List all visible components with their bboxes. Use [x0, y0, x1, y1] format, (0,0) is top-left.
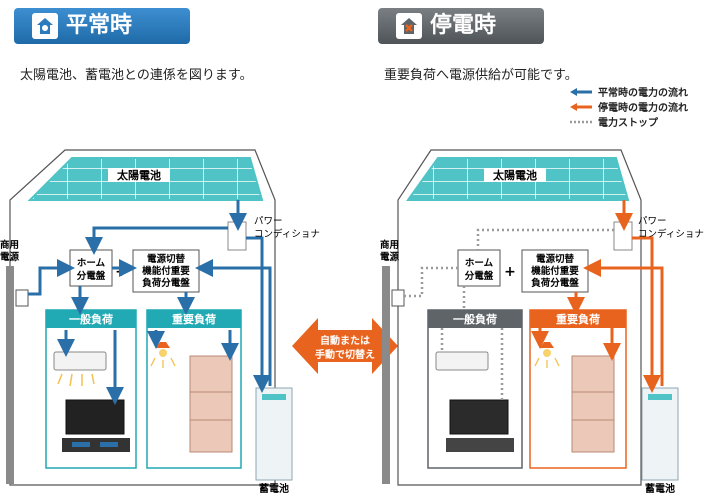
- left-tv-stand-slot-2: [100, 442, 118, 447]
- left-flow-battery-charge: [246, 236, 271, 393]
- right-flow-battery-to-switch: [583, 259, 664, 386]
- left-pcs-label-2: コンディショナ: [254, 228, 320, 240]
- switch-over-label-1: 自動または: [320, 334, 370, 347]
- right-pcs-label-2: コンディショナ: [638, 228, 704, 240]
- right-grid-label-2: 電源: [380, 251, 400, 263]
- left-home-panel: [69, 249, 113, 287]
- right-stop-flows: [404, 228, 614, 400]
- right-home-panel-l2: 分電盤: [465, 270, 494, 282]
- right-air-conditioner: [435, 351, 489, 371]
- right-stop-pcs-home: [476, 228, 614, 250]
- switch-over-arrow: 自動または 手動で切替え: [292, 318, 398, 374]
- left-house-outline: [9, 149, 276, 486]
- left-home-panel-l1: ホーム: [77, 258, 106, 269]
- right-battery-label: 蓄電池: [645, 482, 675, 493]
- left-battery: [255, 387, 293, 481]
- right-switch-panel: [521, 249, 589, 293]
- left-flow-grid-to-home: [28, 259, 75, 296]
- right-important-load-label: 重要負荷: [556, 312, 600, 326]
- right-switch-l1: 電源切替: [536, 253, 575, 265]
- left-switch-l1: 電源切替: [147, 253, 186, 265]
- legend-stop: 電力ストップ: [570, 118, 658, 129]
- right-important-load-header: [530, 310, 626, 328]
- left-solar-label: 太陽電池: [116, 168, 161, 182]
- right-switch-l2: 機能付重要: [531, 265, 579, 277]
- right-utility-pole: [382, 266, 390, 484]
- legend: 平常時の電力の流れ 停電時の電力の流れ 電力ストップ: [570, 84, 688, 129]
- left-home-panel-l2: 分電盤: [77, 270, 106, 282]
- left-battery-label: 蓄電池: [259, 482, 289, 493]
- left-grid-label-2: 電源: [0, 251, 20, 263]
- left-general-load-label: 一般負荷: [69, 312, 113, 326]
- left-ac-airflow-icon: [57, 373, 95, 387]
- normal-subtitle: 太陽電池、蓄電池との連係を図ります。: [20, 68, 253, 83]
- right-house-outline: [397, 149, 642, 486]
- right-power-conditioner: [613, 221, 633, 251]
- left-tv: [65, 399, 125, 435]
- left-switch-l2: 機能付重要: [142, 265, 190, 277]
- right-refrigerator: [571, 355, 615, 453]
- left-air-conditioner: [53, 351, 107, 371]
- left-battery-indicator: [262, 394, 286, 400]
- left-plus: +: [115, 264, 127, 280]
- left-flow-pcs-to-home: [85, 226, 228, 255]
- normal-header: 平常時: [14, 8, 190, 44]
- right-lamp-icon: [534, 342, 560, 368]
- right-tv-stand: [446, 438, 514, 452]
- left-lamp-icon: [150, 342, 176, 368]
- left-power-conditioner: [227, 221, 247, 251]
- right-switch-l3: 負荷分電盤: [531, 277, 579, 289]
- right-outage-flows: [531, 200, 664, 393]
- normal-title: 平常時: [66, 13, 133, 38]
- right-home-panel: [457, 249, 501, 287]
- right-meter: [391, 289, 405, 307]
- right-general-load-label: 一般負荷: [453, 312, 497, 326]
- left-meter: [15, 289, 29, 307]
- left-switch-panel: [132, 249, 200, 293]
- house-sun-icon: [32, 13, 58, 39]
- left-tv-stand: [62, 438, 130, 452]
- left-flow-battery-to-switch: [195, 259, 272, 386]
- right-solar-label: 太陽電池: [492, 168, 537, 182]
- left-grid-label-1: 商用: [0, 239, 19, 251]
- left-important-load-header: [147, 310, 241, 328]
- right-stop-grid: [404, 266, 458, 298]
- right-flow-pcs-to-battery: [632, 236, 661, 393]
- right-home-panel-l1: ホーム: [465, 258, 494, 269]
- legend-outage: 停電時の電力の流れ: [570, 99, 688, 114]
- outage-title: 停電時: [430, 13, 497, 38]
- left-refrigerator: [189, 355, 233, 453]
- right-plus: +: [504, 264, 516, 280]
- left-normal-flows: [28, 200, 272, 405]
- left-general-load-header: [46, 310, 136, 328]
- switch-over-label-2: 手動で切替え: [315, 348, 375, 361]
- right-solar-label-bg: [484, 168, 546, 182]
- left-pcs-label-1: パワー: [254, 216, 283, 227]
- legend-normal: 平常時の電力の流れ: [570, 84, 688, 99]
- left-house: 太陽電池 パワー コンディショナ 商用 電源 ホーム 分電盤 + 電源切替 機能…: [0, 149, 320, 493]
- right-pcs-label-1: パワー: [638, 216, 667, 227]
- left-solar-label-bg: [108, 168, 170, 182]
- outage-subtitle: 重要負荷へ電源供給が可能です。: [384, 68, 578, 83]
- left-tv-stand-slot: [72, 442, 90, 447]
- house-cross-icon: [396, 13, 422, 39]
- right-battery: [641, 387, 679, 481]
- right-general-load-header: [428, 310, 522, 328]
- left-switch-l3: 負荷分電盤: [142, 277, 190, 289]
- left-utility-pole: [6, 266, 14, 484]
- left-important-load-label: 重要負荷: [172, 312, 216, 326]
- right-grid-label-1: 商用: [380, 239, 399, 251]
- outage-header: 停電時: [378, 8, 544, 44]
- right-battery-indicator: [648, 394, 672, 400]
- right-house: 太陽電池 パワー コンディショナ 商用 電源 ホーム 分電盤 + 電源切替 機能…: [380, 149, 704, 493]
- right-tv: [449, 399, 509, 435]
